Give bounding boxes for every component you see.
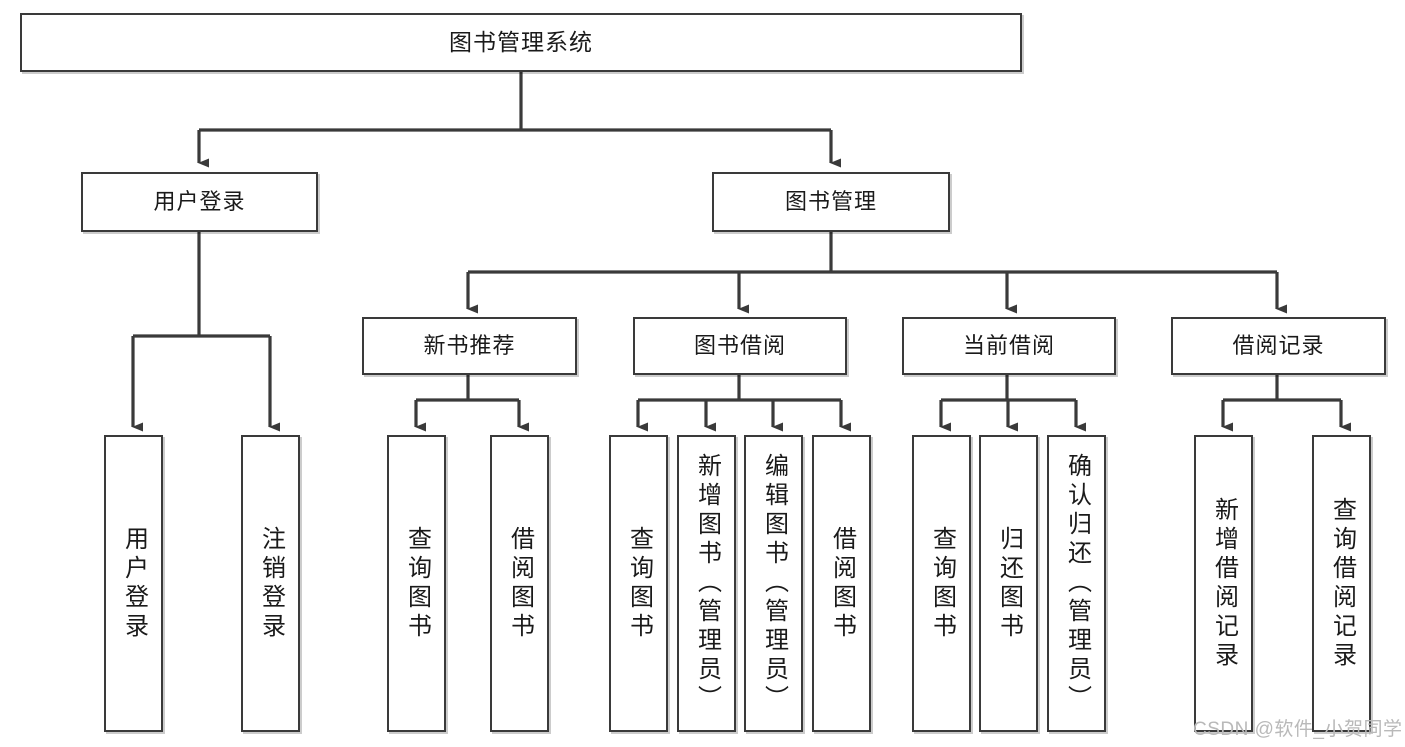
node-borrow-record-label: 借阅记录	[1232, 333, 1325, 359]
node-leaf-query-book-1[interactable]: 查询图书	[387, 435, 446, 732]
node-leaf-borrow-book-1[interactable]: 借阅图书	[490, 435, 549, 732]
node-book-borrow[interactable]: 图书借阅	[633, 317, 847, 375]
node-leaf-borrow-book-2[interactable]: 借阅图书	[812, 435, 871, 732]
node-leaf-return-book-label: 归还图书	[995, 525, 1023, 642]
node-leaf-logout-label: 注销登录	[257, 525, 285, 642]
node-current-borrow-label: 当前借阅	[962, 333, 1055, 359]
node-book-borrow-label: 图书借阅	[693, 333, 786, 359]
node-leaf-logout[interactable]: 注销登录	[241, 435, 300, 732]
node-leaf-edit-book-label: 编辑图书（管理员）	[760, 453, 788, 714]
node-new-book-recommend[interactable]: 新书推荐	[362, 317, 577, 375]
node-leaf-return-book[interactable]: 归还图书	[979, 435, 1038, 732]
node-root-book-management-system[interactable]: 图书管理系统	[20, 13, 1022, 72]
node-new-book-recommend-label: 新书推荐	[423, 333, 516, 359]
node-book-management[interactable]: 图书管理	[712, 172, 950, 232]
node-leaf-add-record-label: 新增借阅记录	[1210, 496, 1238, 671]
node-root-label: 图书管理系统	[449, 28, 593, 55]
node-leaf-add-record[interactable]: 新增借阅记录	[1194, 435, 1253, 732]
node-leaf-add-book[interactable]: 新增图书（管理员）	[677, 435, 736, 732]
node-borrow-record[interactable]: 借阅记录	[1171, 317, 1386, 375]
node-leaf-query-book-3-label: 查询图书	[928, 525, 956, 642]
node-user-login[interactable]: 用户登录	[81, 172, 318, 232]
node-leaf-borrow-book-2-label: 借阅图书	[828, 525, 856, 642]
node-leaf-user-login-label: 用户登录	[120, 525, 148, 642]
node-leaf-add-book-label: 新增图书（管理员）	[693, 453, 721, 714]
node-leaf-query-book-2-label: 查询图书	[625, 525, 653, 642]
node-current-borrow[interactable]: 当前借阅	[902, 317, 1116, 375]
node-leaf-edit-book[interactable]: 编辑图书（管理员）	[744, 435, 803, 732]
node-leaf-borrow-book-1-label: 借阅图书	[506, 525, 534, 642]
node-leaf-query-book-1-label: 查询图书	[403, 525, 431, 642]
node-leaf-query-book-2[interactable]: 查询图书	[609, 435, 668, 732]
node-leaf-query-record[interactable]: 查询借阅记录	[1312, 435, 1371, 732]
node-leaf-confirm-return[interactable]: 确认归还（管理员）	[1047, 435, 1106, 732]
node-leaf-query-book-3[interactable]: 查询图书	[912, 435, 971, 732]
node-user-login-label: 用户登录	[153, 189, 246, 215]
node-leaf-query-record-label: 查询借阅记录	[1328, 496, 1356, 671]
node-book-management-label: 图书管理	[784, 189, 877, 215]
node-leaf-user-login[interactable]: 用户登录	[104, 435, 163, 732]
node-leaf-confirm-return-label: 确认归还（管理员）	[1063, 453, 1091, 714]
